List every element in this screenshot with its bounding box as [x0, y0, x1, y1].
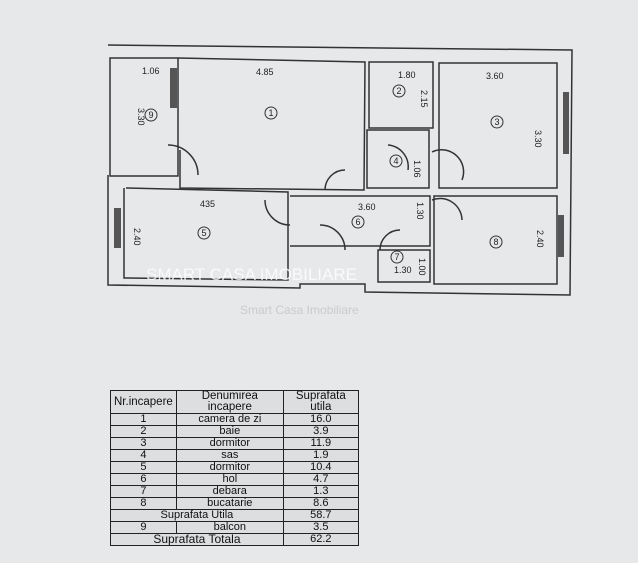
- cell-usable-area: 16.0: [282, 413, 359, 426]
- window: [170, 68, 177, 108]
- dim-r2-width: 1.80: [398, 70, 416, 80]
- cell-usable-area: 1.3: [282, 485, 359, 498]
- cell-usable-area: 1.9: [282, 449, 359, 462]
- room-number-1: 1: [268, 108, 273, 118]
- subtotal-value: 58.7: [282, 509, 359, 522]
- window: [114, 208, 121, 248]
- total-value: 62.2: [282, 533, 359, 546]
- dim-r7-width: 1.30: [394, 265, 412, 275]
- room-3-outline: [438, 62, 558, 189]
- cell-usable-area: 3.9: [282, 425, 359, 438]
- walls: [107, 44, 573, 296]
- dim-r7-height: 1.00: [417, 258, 427, 276]
- cell-usable-area: 8.6: [282, 497, 359, 510]
- room-number-4: 4: [393, 156, 398, 166]
- balcony-area: 3.5: [282, 521, 359, 534]
- door-arc: [167, 144, 199, 176]
- header-room-number: Nr.incapere: [110, 390, 177, 414]
- room-area-table: Nr.incapere Denumirea incapere Suprafata…: [110, 390, 359, 546]
- window: [563, 92, 569, 154]
- watermark-sub: Smart Casa Imobiliare: [240, 303, 359, 317]
- cell-usable-area: 10.4: [282, 461, 359, 474]
- cell-room-number: 8: [110, 497, 177, 510]
- header-room-name: Denumirea incapere: [175, 390, 284, 414]
- room-number-6: 6: [355, 217, 360, 227]
- room-5-outline: [123, 187, 289, 281]
- subtotal-row: Suprafata Utila 58.7: [110, 509, 359, 522]
- dim-r5-height: 2.40: [132, 228, 142, 246]
- room-9-outline: [109, 57, 179, 177]
- cell-room-number: 4: [110, 449, 177, 462]
- room-number-3: 3: [494, 117, 499, 127]
- header-usable-area: Suprafata utila: [282, 390, 359, 414]
- dim-r3-width: 3.60: [486, 71, 504, 81]
- windows: [114, 68, 569, 257]
- door-arc: [319, 224, 346, 251]
- dim-r4-height: 1.06: [412, 160, 422, 178]
- subtotal-label: Suprafata Utila: [110, 509, 284, 522]
- dim-r1-width: 4.85: [256, 67, 274, 77]
- cell-room-name: baie: [175, 425, 284, 438]
- balcony-row: 9 balcon 3.5: [110, 521, 359, 534]
- table-header-row: Nr.incapere Denumirea incapere Suprafata…: [110, 390, 359, 414]
- room-number-8: 8: [493, 237, 498, 247]
- room-6-outline: [290, 195, 431, 247]
- dim-r9-width: 1.06: [142, 66, 160, 76]
- door-arc: [264, 199, 291, 226]
- room-7-outline: [377, 249, 431, 283]
- cell-room-name: debara: [175, 485, 284, 498]
- cell-usable-area: 4.7: [282, 473, 359, 486]
- cell-room-name: hol: [175, 473, 284, 486]
- total-label: Suprafata Totala: [110, 533, 284, 546]
- room-number-5: 5: [201, 228, 206, 238]
- cell-room-name: sas: [175, 449, 284, 462]
- floor-plan: 1.06 3.30 4.85 1.80 2.15 3.60 3.30 1.06 …: [107, 44, 573, 317]
- total-row: Suprafata Totala 62.2: [110, 533, 359, 546]
- dim-r6-width: 3.60: [358, 202, 376, 212]
- dim-r8-height: 2.40: [535, 230, 545, 248]
- cell-room-number: 6: [110, 473, 177, 486]
- cell-room-name: bucatarie: [175, 497, 284, 510]
- dim-r6-height: 1.30: [415, 202, 425, 220]
- door-arc: [431, 197, 463, 221]
- cell-room-number: 5: [110, 461, 177, 474]
- watermark: SMART CASA IMOBILIARE: [146, 265, 357, 284]
- room-1-outline: [177, 57, 366, 191]
- door-arc: [379, 229, 401, 251]
- cell-usable-area: 11.9: [282, 437, 359, 450]
- room-number-2: 2: [396, 86, 401, 96]
- dim-r2-height: 2.15: [419, 90, 429, 108]
- cell-room-number: 1: [110, 413, 177, 426]
- room-2-outline: [368, 61, 434, 129]
- room-number-circles: [144, 84, 504, 264]
- cell-room-name: dormitor: [175, 461, 284, 474]
- window: [558, 215, 564, 257]
- cell-room-number: 3: [110, 437, 177, 450]
- door-arc: [387, 144, 409, 171]
- room-4-outline: [366, 129, 430, 189]
- room-number-9: 9: [148, 110, 153, 120]
- door-arc: [431, 149, 465, 181]
- dim-r5-width: 435: [200, 199, 215, 209]
- door-arc: [324, 169, 346, 191]
- room-8-outline: [433, 195, 558, 285]
- room-number-7: 7: [394, 252, 399, 262]
- cell-room-number: 7: [110, 485, 177, 498]
- outer-wall: [107, 44, 573, 296]
- dim-r3-height: 3.30: [533, 130, 543, 148]
- cell-room-name: dormitor: [175, 437, 284, 450]
- dim-r9-height: 3.30: [136, 108, 146, 126]
- cell-room-name: camera de zi: [175, 413, 284, 426]
- cell-room-number: 2: [110, 425, 177, 438]
